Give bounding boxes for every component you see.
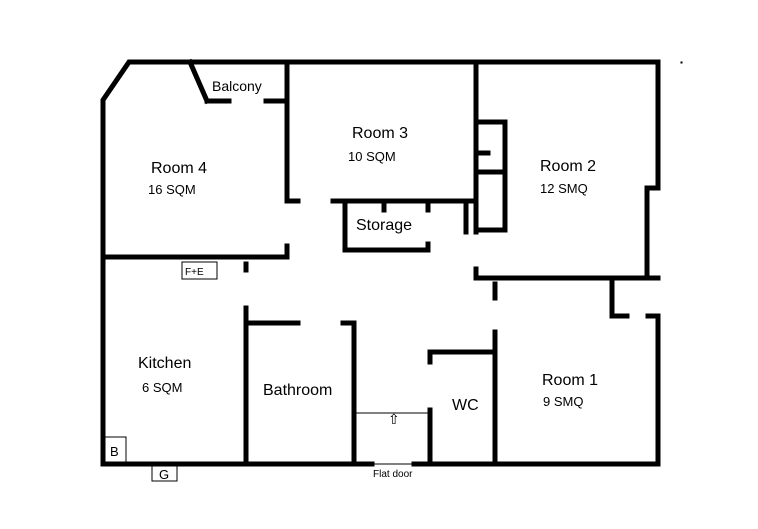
- room3-area: 10 SQM: [348, 149, 396, 164]
- b-box: [104, 436, 127, 463]
- closet-upper: [473, 119, 508, 233]
- flat-door-label: Flat door: [373, 469, 413, 480]
- outer-wall-left: [100, 59, 193, 467]
- room2-name: Room 2: [540, 158, 596, 175]
- wc-name: WC: [452, 397, 479, 414]
- kitchen-area: 6 SQM: [142, 380, 182, 395]
- room1-area: 9 SMQ: [543, 394, 583, 409]
- room1-closet: [609, 279, 630, 319]
- outer-wall-right-upper: [644, 59, 661, 281]
- g-label: G: [159, 467, 169, 482]
- room4-name: Room 4: [151, 160, 207, 177]
- balcony-diagonal-wall: [186, 58, 211, 105]
- balcony-label: Balcony: [212, 78, 262, 94]
- bathroom-name: Bathroom: [263, 382, 332, 399]
- walls: [100, 58, 661, 467]
- room1-name: Room 1: [542, 372, 598, 389]
- door-arrow-icon: ⇧: [388, 411, 400, 427]
- storage-name: Storage: [356, 217, 412, 234]
- fe-label: F+E: [185, 267, 204, 278]
- room2-area: 12 SMQ: [540, 181, 588, 196]
- fe-box: [181, 261, 218, 280]
- room4-area: 16 SQM: [148, 182, 196, 197]
- g-box: [151, 465, 178, 482]
- b-label: B: [110, 444, 119, 459]
- room3-name: Room 3: [352, 125, 408, 142]
- kitchen-name: Kitchen: [138, 355, 191, 372]
- corner-dot: [680, 61, 683, 64]
